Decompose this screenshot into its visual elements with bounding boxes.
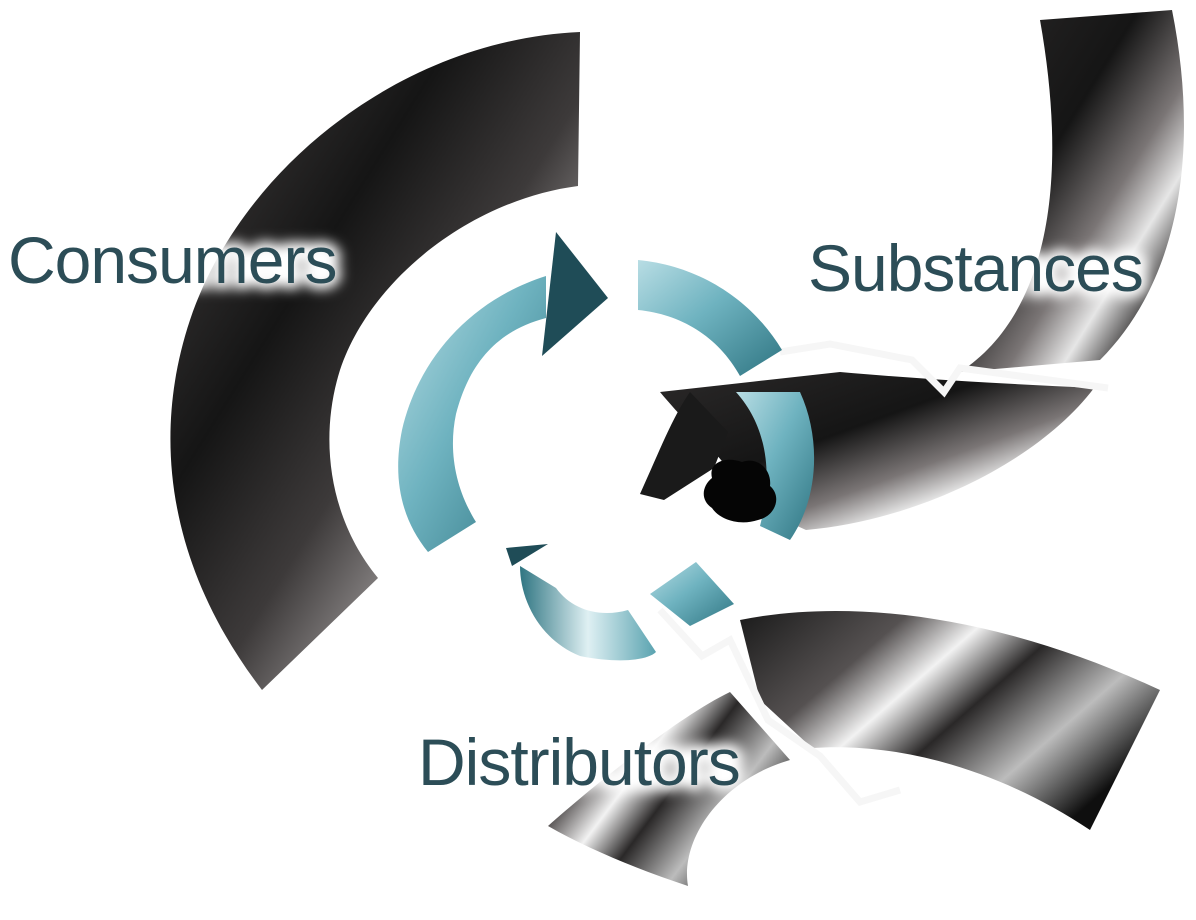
- cycle-arrow-head: [542, 232, 608, 356]
- cycle-arc-bottom-left: [520, 566, 656, 661]
- substances-band-upper: [960, 10, 1184, 372]
- cycle-arc-right: [736, 392, 815, 540]
- cycle-dark-blob: [703, 459, 777, 523]
- label-consumers: Consumers: [8, 223, 336, 297]
- label-substances-glow: Substances: [808, 231, 1143, 305]
- label-substances: Substances: [808, 231, 1143, 305]
- distributors-band-upper: [740, 610, 1160, 830]
- label-distributors-group: Distributors Distributors: [412, 719, 747, 805]
- cycle-arc-bottom-right: [650, 562, 734, 626]
- distributors-band-lower: [548, 692, 790, 886]
- label-consumers-glow: Consumers: [8, 223, 336, 297]
- label-distributors: Distributors: [418, 725, 740, 799]
- label-consumers-group: Consumers Consumers: [2, 217, 343, 303]
- consumers-band: [170, 32, 581, 690]
- cycle-arc-left: [398, 276, 546, 552]
- distributors-crack: [657, 607, 902, 807]
- substances-crack: [779, 340, 1109, 398]
- cycle-small-arrow: [506, 544, 548, 566]
- substances-band-piece: [640, 392, 728, 500]
- label-substances-group: Substances Substances: [802, 225, 1150, 311]
- label-distributors-glow: Distributors: [418, 725, 740, 799]
- cycle-arc-top-right: [638, 260, 782, 376]
